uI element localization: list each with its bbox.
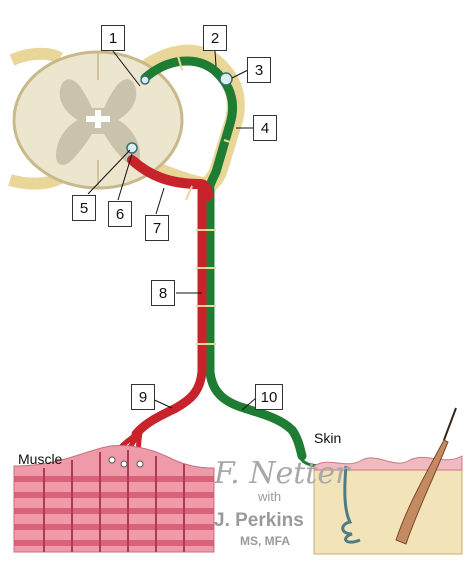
muscle-label: Muscle	[18, 451, 63, 467]
left-root-sheath	[9, 47, 64, 66]
hair-shaft	[443, 407, 457, 441]
skin-label: Skin	[314, 430, 342, 446]
sensory-receptor-coil	[341, 465, 361, 544]
motor-fiber-trunk	[131, 185, 207, 439]
sensory-ganglion-cell	[219, 72, 233, 86]
credit-author: J. Perkins	[214, 510, 304, 531]
callout-9: 9	[131, 384, 155, 410]
callout-2: 2	[203, 25, 227, 51]
callout-1: 1	[101, 25, 125, 51]
callout-8: 8	[151, 280, 175, 306]
central-canal-v	[95, 110, 101, 128]
netter-signature: F. Netter	[214, 456, 350, 491]
credit-with: with	[258, 489, 282, 504]
hair-follicle	[395, 439, 449, 545]
skin-dermis	[313, 465, 463, 555]
callout-10: 10	[255, 384, 283, 410]
skin-epidermis	[313, 455, 463, 471]
nodes-of-ranvier	[177, 55, 237, 345]
callout-4: 4	[253, 115, 277, 141]
callout-3: 3	[247, 57, 271, 83]
dorsal-horn-terminal	[140, 75, 150, 85]
callout-6: 6	[108, 201, 132, 227]
callout-7: 7	[145, 215, 169, 241]
muscle-fibers	[14, 476, 214, 546]
neuromuscular-junctions	[108, 456, 144, 468]
callout-5: 5	[72, 195, 96, 221]
muscle-striations	[43, 450, 185, 552]
leader-lines	[87, 50, 257, 411]
motor-fiber-ventral	[127, 155, 213, 201]
credit-degrees: MS, MFA	[240, 534, 290, 548]
sensory-fiber-trunk	[205, 185, 307, 461]
